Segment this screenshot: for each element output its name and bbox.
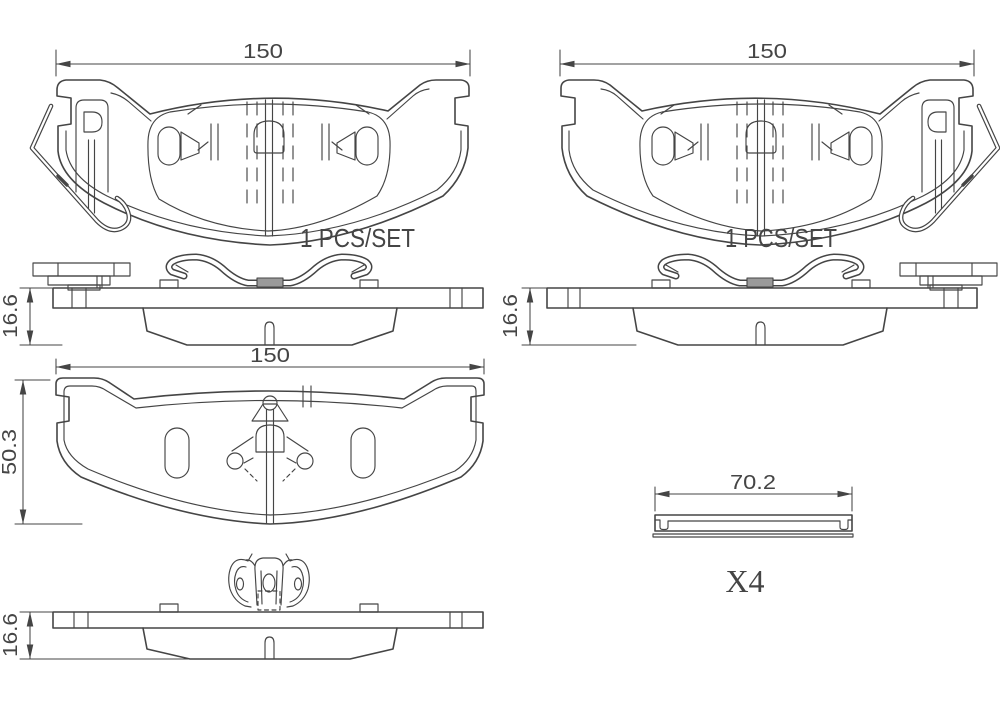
wire-crimp: [56, 174, 69, 187]
pad-back-view: [55, 377, 485, 525]
ear-inner-line-right: [386, 88, 430, 120]
side-friction-material: [142, 307, 398, 346]
bracket-slot: [87, 139, 96, 214]
bottom-backing-plate: [52, 611, 484, 629]
dim-text-thickness-top-right: 16.6: [500, 294, 522, 338]
chamfer-wedge-left: [180, 131, 200, 161]
sensor-stack-bar2: [47, 275, 111, 286]
dim-text-thickness-top-left: 16.6: [0, 294, 22, 338]
dim-height-bottom: [14, 379, 83, 525]
pad-front-and-side-view-right: [547, 80, 998, 345]
sensor-stack-foot: [67, 284, 101, 291]
friction-texture-dashed-lines: [246, 101, 294, 206]
shim-quantity-label: X4: [725, 563, 764, 599]
back-outline: [55, 377, 485, 525]
abutment-slot-right: [355, 126, 379, 166]
bottom-plate-tab-right: [359, 603, 379, 613]
bottom-plate-ticks: [73, 611, 463, 629]
dim-text-width-bottom: 150: [250, 345, 290, 367]
back-inner-contour: [63, 385, 477, 516]
back-edge-ticks: [302, 385, 312, 408]
clip-tower-horns: [245, 559, 293, 567]
dim-width-bottom: [55, 358, 485, 375]
shim-view: [652, 514, 854, 538]
spring-center-tab: [256, 277, 284, 288]
clip-hidden-lines: [244, 468, 296, 482]
friction-texture-ticks: [187, 104, 370, 161]
back-slot-left: [164, 427, 190, 479]
sensor-stack-dividers: [57, 262, 115, 277]
shim-inner-profile: [654, 519, 853, 531]
side-plate-ticks: [71, 287, 463, 309]
dim-thickness-top-right: [521, 287, 637, 346]
side-plate-tab-left: [159, 279, 179, 289]
abutment-slot-left: [157, 126, 181, 166]
clip-claw-hole-right: [293, 577, 303, 591]
sensor-stack-pin: [96, 275, 103, 289]
retainer-clip-detail: [228, 553, 310, 611]
pad-outline: [56, 79, 470, 246]
ear-inner-line-left: [110, 92, 152, 122]
clip-claw-left: [228, 553, 253, 608]
clip-wing-left: [231, 436, 254, 464]
pad-bottom-side-view: [52, 603, 484, 660]
clip-funnel: [251, 403, 289, 422]
friction-surface-boundary: [147, 103, 391, 232]
clip-wing-right: [286, 436, 309, 464]
sensor-bracket: [75, 99, 109, 193]
shim-outline: [654, 514, 853, 532]
wear-sensor-wire: [29, 103, 132, 233]
back-center-groove: [265, 409, 275, 524]
set-count-label-right: 1 PCS/SET: [725, 223, 837, 253]
dim-shim-width: [654, 486, 853, 512]
clip-hidden-base: [257, 590, 281, 611]
dim-text-height-bottom: 50.3: [0, 429, 21, 475]
dim-text-thickness-bottom: 16.6: [0, 613, 22, 657]
side-plate-tab-right: [359, 279, 379, 289]
clip-wing-pad-right: [296, 452, 314, 470]
clip-tower: [254, 557, 284, 606]
wear-sensor-wire-inner: [30, 104, 131, 232]
side-backing-plate: [52, 287, 484, 309]
side-friction-notch: [264, 321, 275, 346]
clip-pivot-hole: [262, 395, 278, 411]
plate-inner-contour: [65, 130, 462, 237]
dim-width-top-right: [559, 49, 975, 77]
clip-tower-hole: [262, 573, 276, 593]
dim-thickness-bottom: [19, 611, 193, 660]
chamfer-wedge-right: [336, 131, 356, 161]
dim-thickness-top-left: [19, 287, 63, 346]
back-slot-right: [350, 427, 376, 479]
shim-bottom-lip: [652, 533, 854, 538]
clip-claw-right: [285, 553, 310, 608]
clip-claw-hole-left: [235, 577, 245, 591]
dim-text-shim-width: 70.2: [730, 472, 776, 494]
clip-tower-inner: [260, 570, 278, 605]
bracket-d-hole: [83, 111, 103, 133]
center-hole: [253, 120, 285, 154]
bottom-friction-material: [142, 627, 398, 660]
bottom-friction-notch: [264, 636, 275, 660]
dim-width-top-left: [55, 49, 471, 77]
pad-front-and-side-view: [29, 79, 484, 346]
sensor-stack-bar: [32, 262, 131, 277]
dim-text-width-top-left: 150: [243, 41, 283, 63]
clip-wing-pad-left: [226, 452, 244, 470]
bottom-plate-tab-left: [159, 603, 179, 613]
center-groove: [264, 99, 274, 237]
back-center-hole: [255, 424, 285, 453]
dim-text-width-top-right: 150: [747, 41, 787, 63]
spring-end-folds: [175, 264, 365, 273]
set-count-label-left: 1 PCS/SET: [300, 223, 415, 253]
